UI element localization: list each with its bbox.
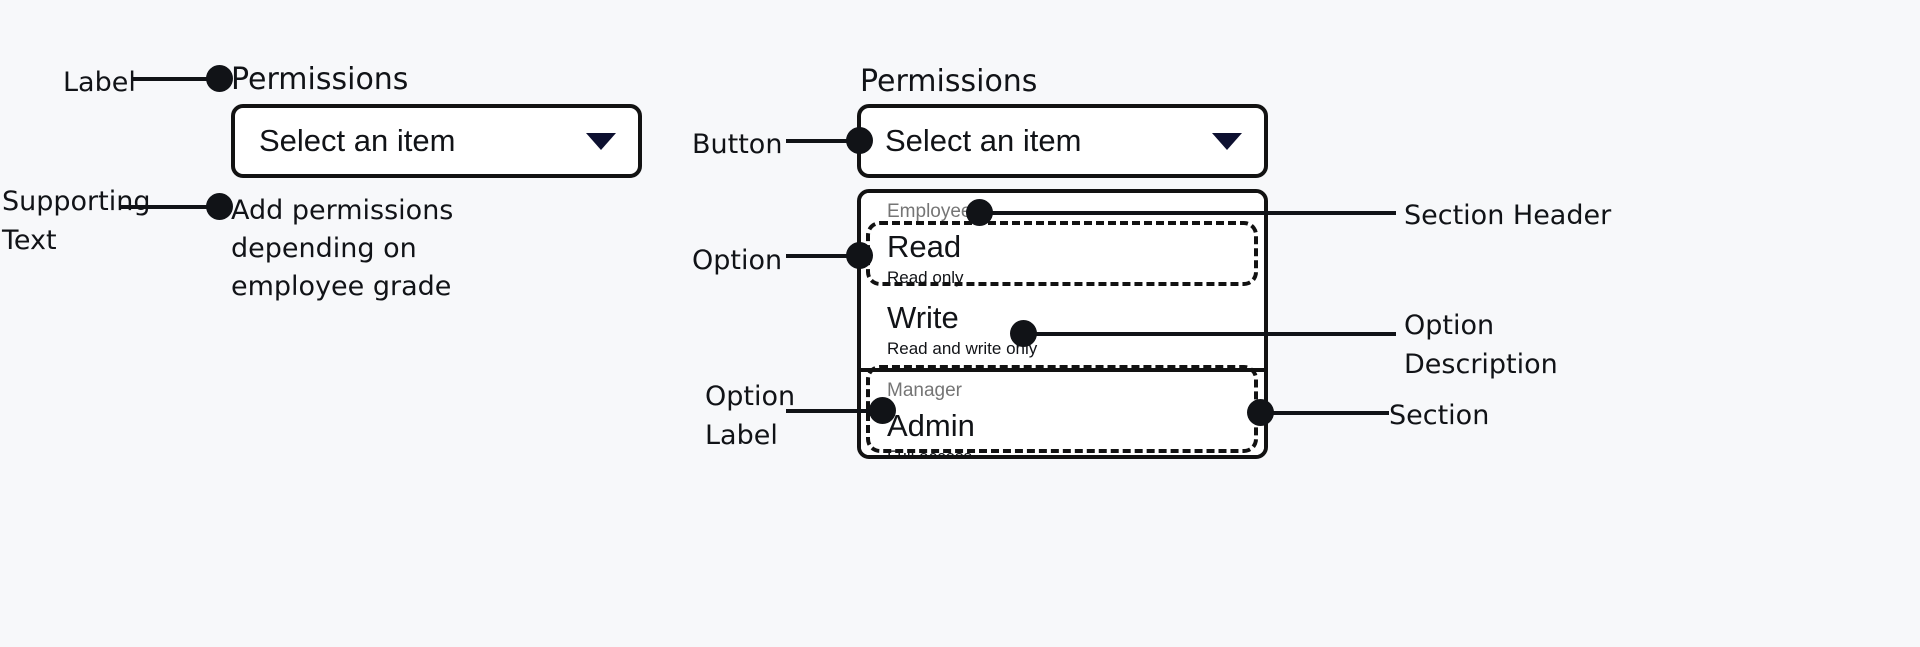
listbox-section-manager: Manager Admin Full access (861, 368, 1264, 459)
annotation-section-header: Section Header (1404, 200, 1612, 231)
leader-line-section (1267, 411, 1389, 415)
option-description-write: Read and write only (887, 339, 1038, 358)
annotation-option-label: Option Label (705, 381, 796, 451)
option-description-read: Read only (887, 268, 964, 287)
chevron-down-icon (1212, 132, 1242, 150)
annotation-supporting-text: Supporting Text (2, 186, 151, 256)
annotation-button: Button (692, 129, 783, 160)
left-supporting-text: Add permissions depending on employee gr… (231, 195, 454, 302)
annotation-section: Section (1389, 400, 1490, 431)
leader-line-option-description (1030, 332, 1396, 336)
section-header-employees: Employees (887, 201, 981, 222)
leader-dot-label (206, 65, 233, 92)
leader-line-label (131, 77, 221, 81)
annotation-label: Label (63, 67, 136, 98)
annotation-option: Option (692, 245, 783, 276)
leader-dot-option-label (869, 397, 896, 424)
right-field-label: Permissions (860, 64, 1038, 99)
leader-dot-option (846, 242, 873, 269)
chevron-down-icon (586, 132, 616, 150)
listbox-section-employees: Employees Read Read only Write Read and … (861, 193, 1264, 368)
left-select-button[interactable]: Select an item (231, 104, 642, 178)
leader-line-button (786, 139, 862, 143)
leader-dot-button (846, 127, 873, 154)
listbox-option-write[interactable]: Write Read and write only (861, 297, 1264, 368)
leader-dot-supporting-text (206, 193, 233, 220)
option-label-write: Write (887, 300, 959, 335)
listbox-option-admin[interactable]: Admin Full access (861, 405, 1264, 459)
left-select-value: Select an item (259, 123, 456, 158)
annotation-option-description: Option Description (1404, 310, 1558, 380)
section-header-manager: Manager (887, 380, 962, 401)
leader-line-option (786, 254, 862, 258)
option-label-admin: Admin (887, 408, 975, 443)
right-select-value: Select an item (885, 123, 1082, 158)
listbox-option-read[interactable]: Read Read only (861, 226, 1264, 297)
permissions-listbox[interactable]: Employees Read Read only Write Read and … (857, 189, 1268, 459)
option-label-read: Read (887, 229, 962, 264)
leader-line-option-label (786, 409, 882, 413)
option-description-admin: Full access (887, 447, 973, 459)
right-select-button[interactable]: Select an item (857, 104, 1268, 178)
left-field-label: Permissions (231, 62, 409, 97)
leader-line-section-header (986, 211, 1396, 215)
leader-line-supporting-text (121, 205, 221, 209)
